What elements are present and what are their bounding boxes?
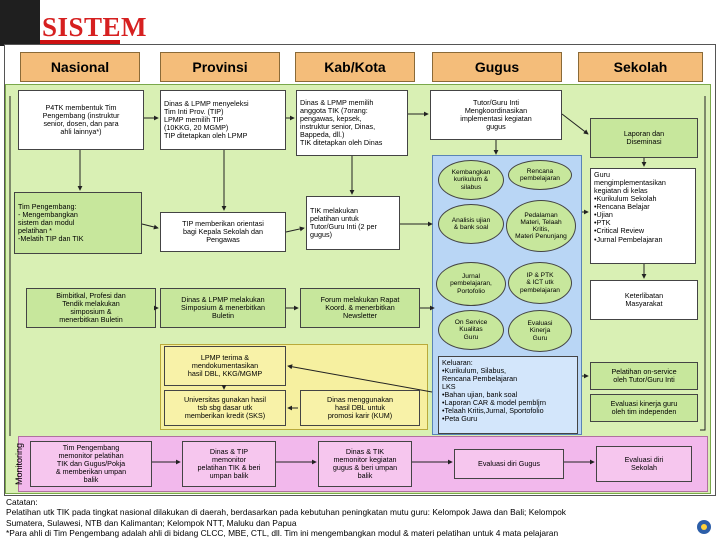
corner-logo-icon [697, 520, 711, 534]
box-universitas: Universitas gunakan hasil tsb sbg dasar … [164, 390, 286, 426]
box-forum: Forum melakukan Rapat Koord. & menerbitk… [300, 288, 420, 328]
notes-line-2: Sumatera, Sulawesi, NTB dan Kalimantan; … [6, 517, 297, 528]
oval-evaluasi-kinerja: Evaluasi Kinerja Guru [508, 310, 572, 352]
box-dinas-hasil: Dinas menggunakan hasil DBL untuk promos… [300, 390, 420, 426]
box-pelatihan-on-service: Pelatihan on-service oleh Tutor/Guru Int… [590, 362, 698, 390]
header-provinsi: Provinsi [160, 52, 280, 82]
box-evaluasi-diri-sekolah: Evaluasi diri Sekolah [596, 446, 692, 482]
box-provinsi-monitor: Dinas & TIP memonitor pelatihan TIK & be… [182, 441, 276, 487]
oval-pedalaman-materi: Pedalaman Materi, Telaah Kritis, Materi … [506, 200, 576, 252]
box-provinsi-dokumentasi: LPMP terima & mendokumentasikan hasil DB… [164, 346, 286, 386]
box-tim-pengembang: Tim Pengembang: - Mengembangkan sistem d… [14, 192, 142, 254]
oval-ip-ptk-ict: IP & PTK & ICT utk pembelajaran [508, 262, 572, 304]
box-tik-pelatihan: TIK melakukan pelatihan untuk Tutor/Guru… [306, 196, 400, 250]
header-nasional: Nasional [20, 52, 140, 82]
header-sekolah: Sekolah [578, 52, 703, 82]
header-kabkota: Kab/Kota [295, 52, 415, 82]
box-provinsi-orientasi: TIP memberikan orientasi bagi Kepala Sek… [160, 212, 286, 252]
box-provinsi-seleksi: Dinas & LPMP menyeleksi Tim Inti Prov. (… [160, 90, 286, 150]
box-kabkota-pilih: Dinas & LPMP memilih anggota TIK (7orang… [296, 90, 408, 156]
box-kabkota-monitor: Dinas & TIK memonitor kegiatan gugus & b… [318, 441, 412, 487]
box-keterlibatan-masyarakat: Keterlibatan Masyarakat [590, 280, 698, 320]
box-evaluasi-diri-gugus: Evaluasi diri Gugus [454, 449, 564, 479]
box-laporan-diseminasi: Laporan dan Diseminasi [590, 118, 698, 158]
box-keluaran: Keluaran: •Kurikulum, Silabus, Rencana P… [438, 356, 578, 434]
oval-analisis-ujian: Analisis ujian & bank soal [438, 204, 504, 244]
oval-rencana-pembelajaran: Rencana pembelajaran [508, 160, 572, 190]
oval-jurnal-pembelajaran: Jurnal pembelajaran, Portofolio [436, 262, 506, 306]
monitoring-label: Monitoring [14, 442, 24, 486]
box-p4tk: P4TK membentuk Tim Pengembang (instruktu… [18, 90, 144, 150]
oval-kembangkan-kurikulum: Kembangkan kurikulum & silabus [438, 160, 504, 200]
notes-section: Catatan: Pelatihan utk TIK pada tingkat … [6, 497, 714, 540]
title-accent-bar [0, 0, 40, 46]
notes-heading: Catatan: [6, 497, 38, 507]
box-provinsi-simposium: Dinas & LPMP melakukan Simposium & mener… [160, 288, 286, 328]
box-nasional-monitor: Tim Pengembang memonitor pelatihan TIK d… [30, 441, 152, 487]
page-title: SISTEM [42, 12, 148, 42]
oval-on-service: On Service Kualitas Guru [438, 310, 504, 350]
box-guru-implementasi: Guru mengimplementasikan kegiatan di kel… [590, 168, 696, 264]
title-underline [40, 40, 120, 44]
header-gugus: Gugus [432, 52, 562, 82]
box-bimbingan: Bimbitkal, Profesi dan Tendik melakukan … [26, 288, 156, 328]
box-tutor-guru-inti: Tutor/Guru Inti Mengkoordinasikan implem… [430, 90, 562, 140]
notes-line-1: Pelatihan utk TIK pada tingkat nasional … [6, 507, 566, 518]
notes-line-3: *Para ahli di Tim Pengembang adalah ahli… [6, 527, 559, 538]
box-evaluasi-kinerja-guru: Evaluasi kinerja guru oleh tim independe… [590, 394, 698, 422]
